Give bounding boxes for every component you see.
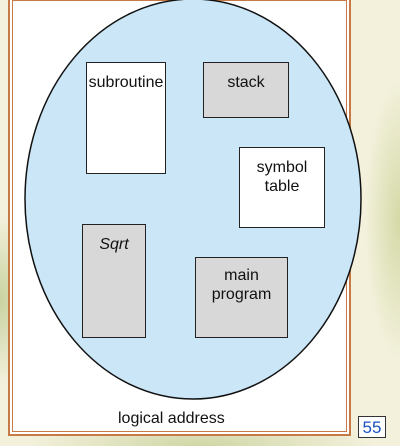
segment-sqrt: Sqrt [82,224,146,338]
segment-stack-label: stack [227,74,265,91]
diagram-caption: logical address [118,410,225,427]
segment-main-program: main program [195,257,288,338]
segment-main-program-label-line1: main [224,267,259,284]
segment-subroutine: subroutine [86,62,166,174]
segment-main-program-label-line2: program [211,286,272,303]
segment-sqrt-label: Sqrt [99,236,129,253]
segment-subroutine-label: subroutine [88,74,164,91]
slide-page-number: 55 [358,416,386,438]
segment-stack: stack [203,62,289,118]
segment-symbol-table-label-line2: table [264,178,300,195]
segment-symbol-table: symbol table [239,147,325,228]
segment-symbol-table-label-line1: symbol [256,159,308,176]
